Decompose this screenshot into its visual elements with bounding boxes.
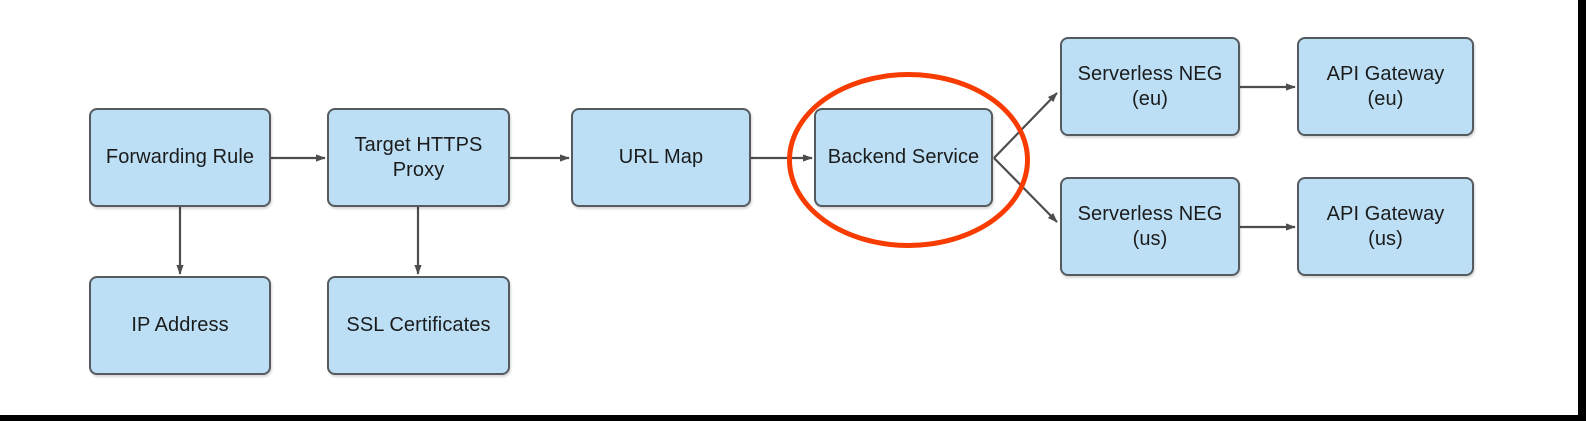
node-target-https-proxy[interactable]: Target HTTPS Proxy [327, 108, 510, 207]
node-label: SSL Certificates [346, 314, 491, 336]
node-label: URL Map [618, 146, 704, 168]
node-ssl-certificates[interactable]: SSL Certificates [327, 276, 510, 375]
node-label: API Gateway (us) [1326, 202, 1445, 250]
node-label: Forwarding Rule [105, 146, 255, 168]
node-label: Target HTTPS Proxy [354, 133, 483, 181]
page-edge-right [1578, 0, 1586, 421]
node-serverless-neg-eu[interactable]: Serverless NEG (eu) [1060, 37, 1240, 136]
node-label: Serverless NEG (us) [1077, 202, 1223, 250]
node-backend-service[interactable]: Backend Service [814, 108, 993, 207]
node-ip-address[interactable]: IP Address [89, 276, 271, 375]
edge-backend-service-to-serverless-neg-eu [993, 92, 1058, 159]
node-api-gateway-us[interactable]: API Gateway (us) [1297, 177, 1474, 276]
page-edge-bottom [0, 415, 1586, 421]
node-forwarding-rule[interactable]: Forwarding Rule [89, 108, 271, 207]
node-label: API Gateway (eu) [1326, 62, 1445, 110]
node-label: Serverless NEG (eu) [1077, 62, 1223, 110]
edge-backend-service-to-serverless-neg-us [993, 157, 1058, 223]
node-url-map[interactable]: URL Map [571, 108, 751, 207]
node-api-gateway-eu[interactable]: API Gateway (eu) [1297, 37, 1474, 136]
node-label: IP Address [131, 314, 229, 336]
node-serverless-neg-us[interactable]: Serverless NEG (us) [1060, 177, 1240, 276]
node-label: Backend Service [827, 146, 980, 168]
